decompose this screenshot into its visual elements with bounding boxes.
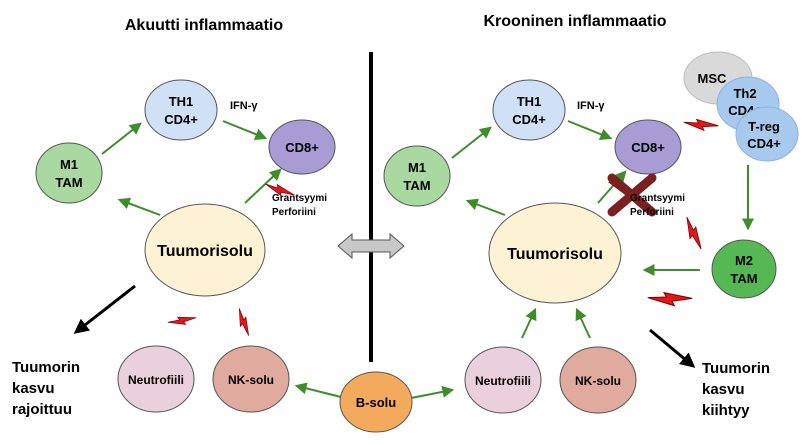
neutrofiili-label: Neutrofiili bbox=[128, 373, 184, 387]
grantsyymi-label: Grantsyymi bbox=[630, 193, 685, 204]
arrow-m1-to-th1 bbox=[101, 122, 142, 155]
treg-cd4-label: CD4+ bbox=[747, 136, 781, 151]
perforiini-label: Perforiini bbox=[630, 207, 674, 218]
ifn-gamma-label: IFN-γ bbox=[577, 100, 605, 112]
m2-label: M2 bbox=[735, 253, 753, 268]
m1-tam-node bbox=[383, 145, 451, 207]
outcome-line-3: rajoittuu bbox=[12, 401, 72, 418]
arrow-m1-to-th1 bbox=[451, 126, 492, 159]
arrow-nk-to-tumor bbox=[575, 307, 591, 339]
th1-cd4-node bbox=[492, 79, 566, 141]
right-title: Krooninen inflammaatio bbox=[483, 13, 666, 30]
cd4-label: CD4+ bbox=[512, 112, 546, 127]
m1-label: M1 bbox=[408, 160, 426, 175]
arrow-th1-to-cd8 bbox=[567, 120, 613, 140]
perforiini-label: Perforiini bbox=[272, 207, 316, 218]
nk-cell-node bbox=[212, 345, 290, 413]
tam-label: TAM bbox=[55, 175, 82, 190]
bolt-icon bbox=[229, 308, 259, 336]
left-panel: TH1 CD4+ IFN-γ CD8+ M1 TAM Tuumorisolu G… bbox=[12, 79, 336, 418]
cd8-node bbox=[614, 119, 682, 175]
right-panel: TH1 CD4+ IFN-γ CD8+ M1 TAM MSC Th2 CD4+ … bbox=[383, 51, 799, 419]
nk-label: NK-solu bbox=[575, 374, 621, 388]
tumor-label: Tuumorisolu bbox=[157, 243, 253, 260]
nk-cell-node bbox=[559, 346, 637, 414]
bolt-icon bbox=[683, 109, 719, 139]
th1-cd4-node bbox=[144, 79, 218, 141]
m1-tam-node bbox=[35, 142, 103, 204]
cd8-label: CD8+ bbox=[631, 140, 665, 155]
outcome-line-2: kasvu bbox=[702, 381, 745, 398]
arrow-neutrofiili-to-tumor bbox=[521, 307, 537, 339]
arrow-th1-to-cd8 bbox=[222, 120, 268, 140]
outcome-line-1: Tuumorin bbox=[702, 360, 770, 377]
b-cell-label: B-solu bbox=[356, 395, 397, 410]
th1-label: TH1 bbox=[517, 94, 542, 109]
treg-label: T-reg bbox=[748, 119, 780, 134]
arrow-tumor-outcome bbox=[73, 284, 136, 334]
outcome-line-1: Tuumorin bbox=[12, 359, 80, 376]
th2-label: Th2 bbox=[733, 86, 756, 101]
cd8-node bbox=[268, 119, 336, 175]
nk-label: NK-solu bbox=[228, 373, 274, 387]
bolt-icon bbox=[676, 216, 712, 250]
arrow-tumor-to-m1 bbox=[117, 197, 161, 216]
msc-label: MSC bbox=[698, 71, 728, 86]
left-title: Akuutti inflammaatio bbox=[125, 17, 283, 34]
neutrofiili-node bbox=[464, 346, 542, 414]
outcome-line-2: kasvu bbox=[12, 380, 55, 397]
arrow-tumor-to-m1 bbox=[465, 198, 506, 216]
tumor-cell-node bbox=[144, 203, 266, 297]
m2-tam-label: TAM bbox=[730, 271, 757, 286]
b-cell-node bbox=[339, 371, 413, 433]
ifn-gamma-label: IFN-γ bbox=[230, 100, 258, 112]
arrow-tumor-outcome bbox=[649, 328, 696, 368]
bolt-icon bbox=[167, 306, 197, 334]
neutrofiili-node bbox=[117, 345, 195, 413]
blocked-cross-icon bbox=[607, 173, 657, 217]
cd4-label: CD4+ bbox=[164, 112, 198, 127]
bolt-icon bbox=[647, 278, 693, 318]
tam-label: TAM bbox=[403, 178, 430, 193]
neutrofiili-label: Neutrofiili bbox=[475, 374, 531, 388]
m2-tam-node bbox=[711, 239, 777, 299]
th1-label: TH1 bbox=[169, 94, 194, 109]
arrow-tumor-to-cd8 bbox=[244, 168, 282, 204]
double-arrow bbox=[337, 232, 405, 260]
arrow-bsolu-to-nk bbox=[294, 382, 342, 398]
cd8-label: CD8+ bbox=[285, 140, 319, 155]
arrow-tumor-to-cd8 bbox=[597, 170, 627, 204]
tumor-cell-node bbox=[488, 202, 622, 304]
outcome-line-3: kiihtyy bbox=[702, 402, 750, 419]
arrow-bsolu-to-neutrofiili bbox=[410, 385, 455, 399]
grantsyymi-label: Grantsyymi bbox=[272, 193, 327, 204]
tumor-label: Tuumorisolu bbox=[507, 246, 603, 263]
treg-cd4-node bbox=[735, 106, 799, 162]
m1-label: M1 bbox=[60, 157, 78, 172]
